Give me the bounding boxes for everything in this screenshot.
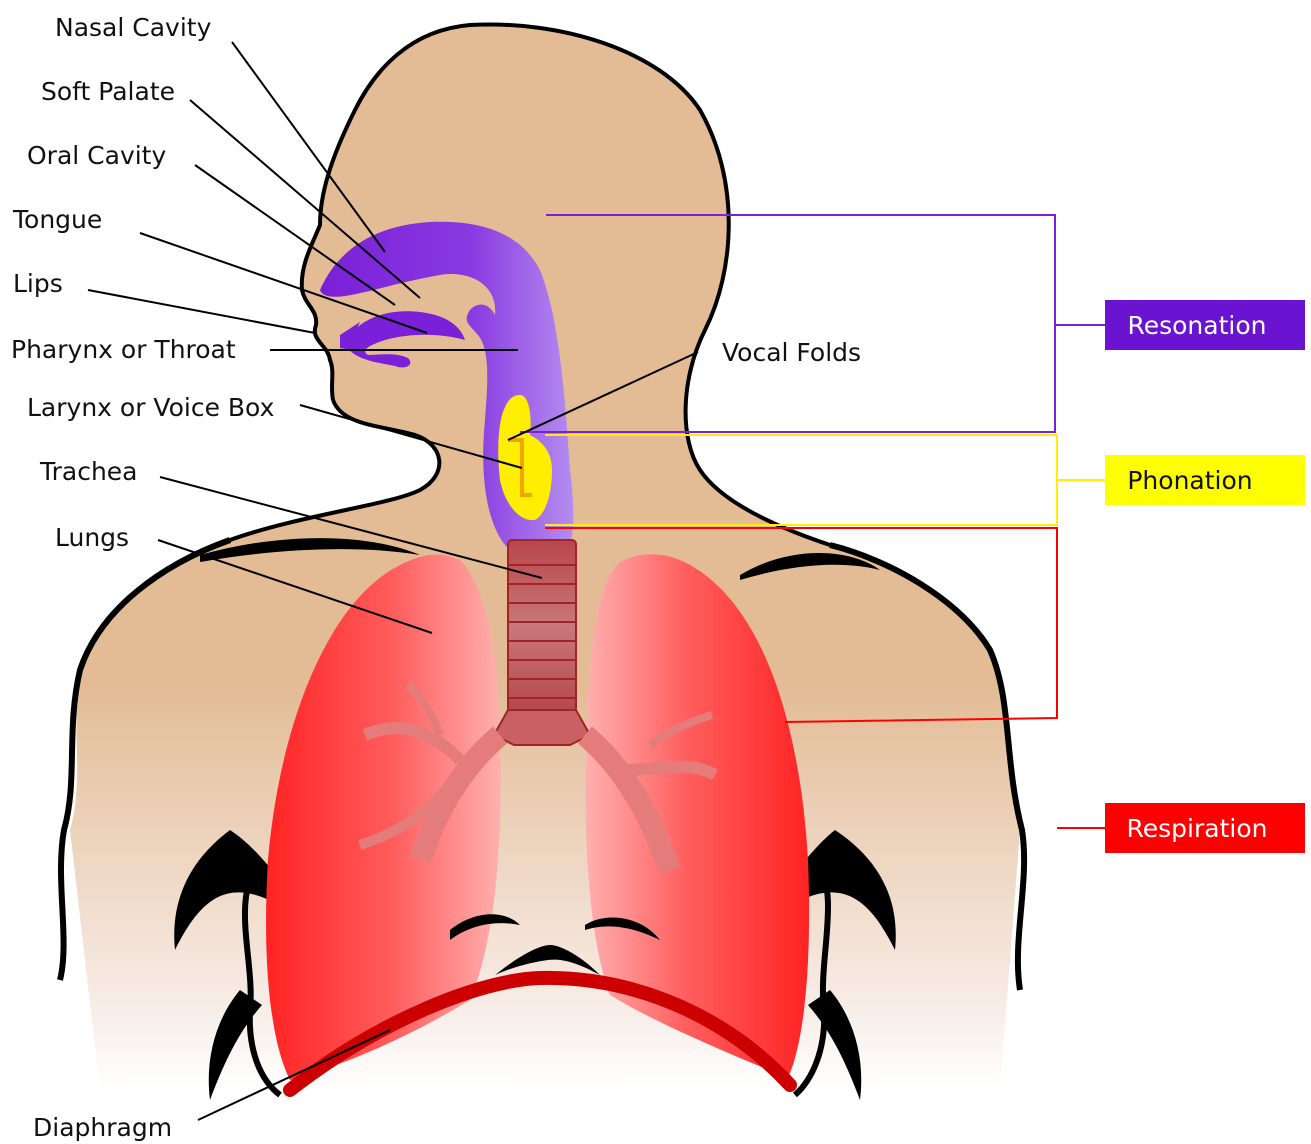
label-trachea: Trachea [39,457,138,486]
label-lungs: Lungs [55,523,129,552]
respiration-badge: Respiration [1105,803,1305,853]
label-vocal-folds: Vocal Folds [722,338,861,367]
lips-leader [88,290,315,333]
label-diaphragm: Diaphragm [33,1113,172,1142]
label-larynx: Larynx or Voice Box [27,393,274,422]
label-tongue: Tongue [12,205,102,234]
resonation-badge-label: Resonation [1127,311,1266,340]
label-oral-cavity: Oral Cavity [27,141,166,170]
phonation-badge: Phonation [1105,455,1305,505]
trachea [494,540,590,745]
respiration-badge-label: Respiration [1127,814,1268,843]
label-pharynx: Pharynx or Throat [11,335,236,364]
label-nasal-cavity: Nasal Cavity [55,13,212,42]
label-soft-palate: Soft Palate [41,77,175,106]
phonation-badge-label: Phonation [1127,466,1252,495]
trachea-fork [494,710,590,745]
label-lips: Lips [13,269,63,298]
resonation-badge: Resonation [1105,300,1305,350]
